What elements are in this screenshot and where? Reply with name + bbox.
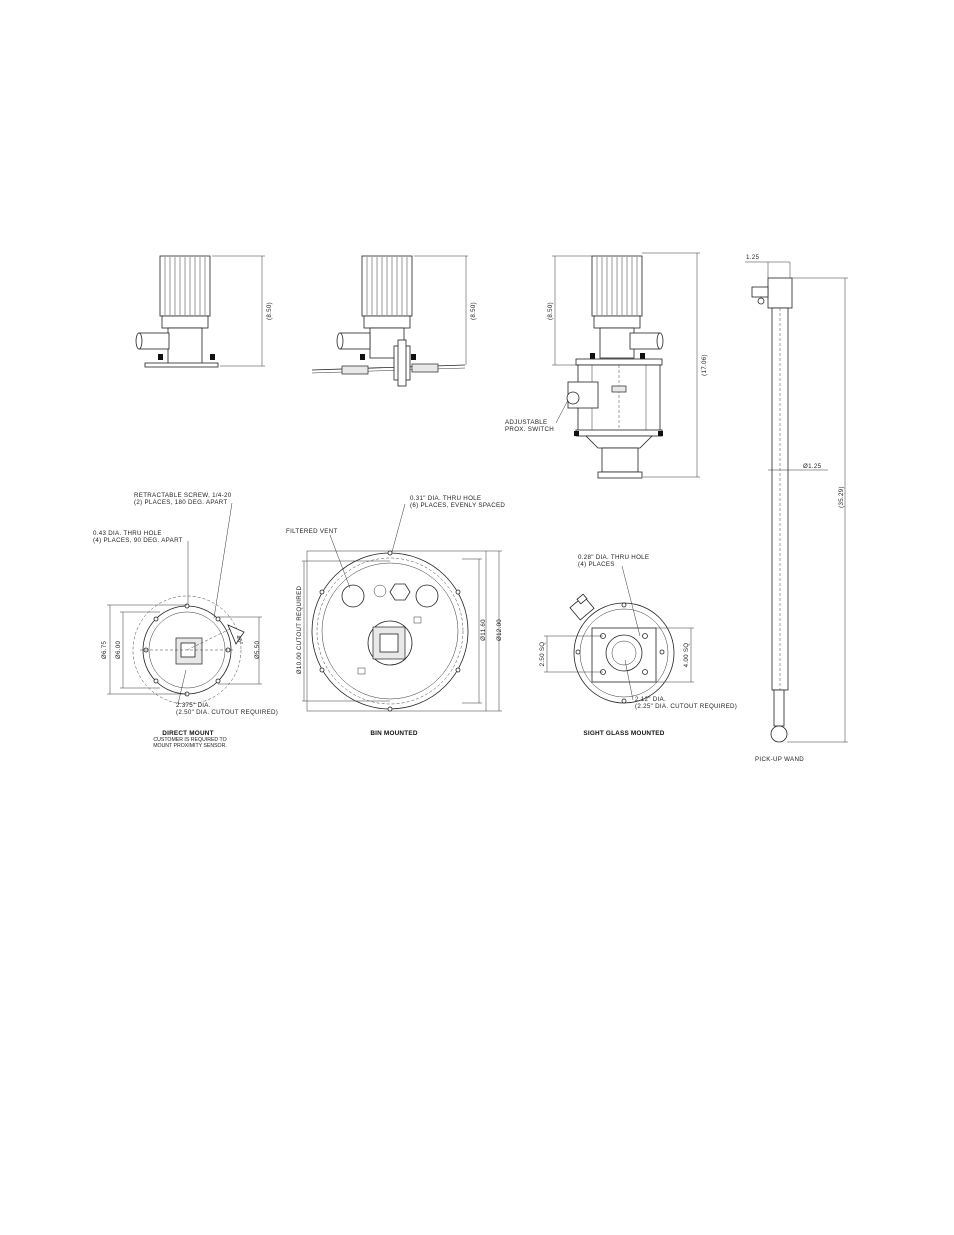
angle-label: 45° — [234, 634, 244, 646]
wand-caption: PICK-UP WAND — [755, 756, 804, 763]
cooling-fins — [366, 257, 408, 315]
dim-height-label: (8.50) — [266, 302, 273, 320]
dim-total-label: (17.06) — [701, 354, 708, 376]
dim-right-label: Ø5.50 — [254, 641, 261, 660]
bin-mounted-title: BIN MOUNTED — [370, 730, 417, 737]
sight-glass-view: 2.50 SQ 4.00 SQ 0.28" DIA. THRU HOLE (4)… — [539, 554, 737, 737]
dim-right-label: 4.00 SQ — [683, 643, 690, 668]
dim-r2-label: Ø12.00 — [496, 619, 503, 641]
direct-mount-view: Ø6.75 Ø6.00 Ø5.50 45° RETRACTABLE SCREW,… — [93, 492, 278, 749]
callout-cutout-line1: 2.375" DIA. — [176, 702, 211, 709]
callout-sg-cutout-line2: (2.25" DIA. CUTOUT REQUIRED) — [635, 703, 737, 710]
dim-left-label: Ø10.00 CUTOUT REQUIRED — [296, 586, 303, 675]
cooling-fins — [164, 257, 206, 315]
callout-sg-hole-line2: (4) PLACES — [578, 561, 615, 568]
callout-sg-hole-line1: 0.28" DIA. THRU HOLE — [578, 554, 649, 561]
callout-bin-hole-line2: (6) PLACES, EVENLY SPACED — [410, 502, 505, 509]
bin-mounted-view: Ø10.00 CUTOUT REQUIRED Ø11.60 Ø12.00 0.3… — [286, 495, 505, 737]
direct-mount-title: DIRECT MOUNT — [162, 730, 213, 737]
callout-cutout-line2: (2.50" DIA. CUTOUT REQUIRED) — [176, 709, 278, 716]
dim-dia-label: Ø1.25 — [803, 463, 822, 470]
side-view-sight-glass: (8.50) (17.06) ADJUSTABLE PROX. SWITCH — [505, 252, 708, 479]
dim-left-label: 2.50 SQ — [539, 642, 546, 667]
side-view-direct-mount: (8.50) — [135, 255, 273, 368]
cooling-fins — [596, 257, 638, 315]
direct-mount-note-line1: CUSTOMER IS REQUIRED TO — [153, 737, 226, 743]
callout-screw-line2: (2) PLACES, 180 DEG. APART — [134, 499, 228, 506]
pick-up-wand: 1.25 (35.29) Ø1.25 PICK-UP WAND — [745, 254, 848, 763]
callout-bin-hole-line1: 0.31" DIA. THRU HOLE — [410, 495, 481, 502]
dim-length-label: (35.29) — [838, 486, 845, 508]
callout-prox-switch-line1: ADJUSTABLE — [505, 419, 547, 426]
direct-mount-note-line2: MOUNT PROXIMITY SENSOR. — [153, 743, 227, 749]
dim-inner-label: Ø6.00 — [115, 641, 122, 660]
dim-r1-label: Ø11.60 — [480, 619, 487, 641]
callout-hole-line2: (4) PLACES, 90 DEG. APART — [93, 537, 183, 544]
callout-prox-switch-line2: PROX. SWITCH — [505, 426, 554, 433]
dim-height-label: (8.50) — [470, 302, 477, 320]
callout-screw-line1: RETRACTABLE SCREW, 1/4-20 — [134, 492, 232, 499]
callout-vent: FILTERED VENT — [286, 528, 338, 535]
dim-outer-label: Ø6.75 — [101, 641, 108, 660]
callout-hole-line1: 0.43 DIA. THRU HOLE — [93, 530, 162, 537]
side-view-bin-mount: (8.50) — [311, 255, 477, 387]
dim-height-label: (8.50) — [547, 302, 554, 320]
dim-top-label: 1.25 — [746, 254, 760, 261]
callout-sg-cutout-line1: 2.12" DIA. — [635, 696, 666, 703]
sight-glass-title: SIGHT GLASS MOUNTED — [583, 730, 664, 737]
